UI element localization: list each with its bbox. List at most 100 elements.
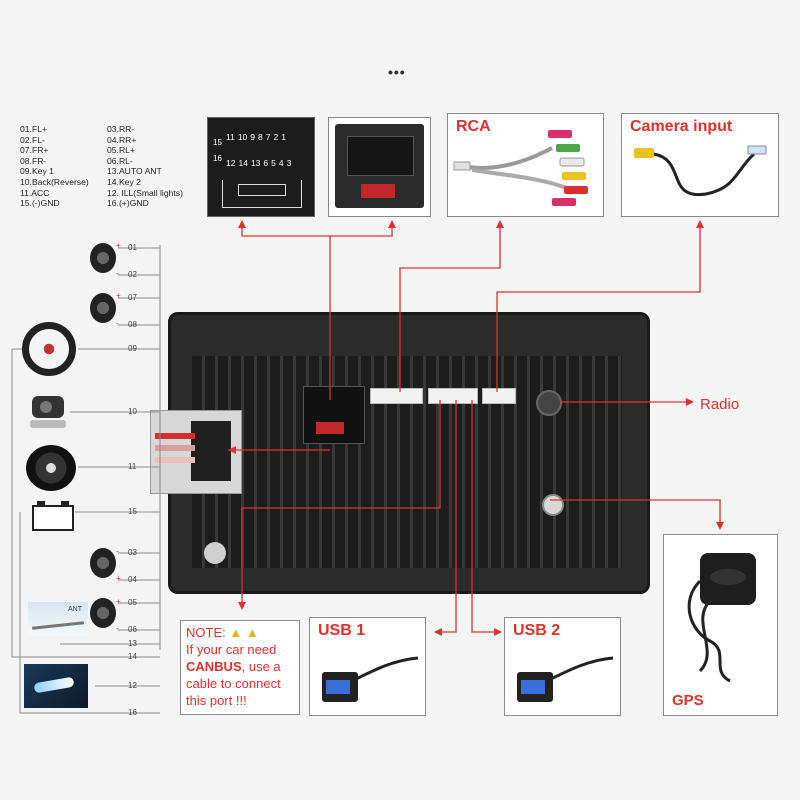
minus-sign: - <box>116 624 119 633</box>
usb2-title: USB 2 <box>513 622 561 639</box>
rca-box: RCA <box>447 113 604 217</box>
gps-title: GPS <box>672 692 704 709</box>
note-line: cable to connect <box>186 676 281 691</box>
wire-label: 07 <box>128 293 137 302</box>
pin-number: 16 <box>213 154 222 163</box>
pin-item: 03.RR- <box>107 124 135 134</box>
wire-label: 09 <box>128 344 137 353</box>
warning-icon: ▲ <box>245 625 259 640</box>
camera-cable-icon <box>634 145 767 197</box>
plus-sign: + <box>116 291 121 300</box>
camera-icon <box>26 392 70 432</box>
usb2-box: USB 2 <box>504 617 621 716</box>
usb-cable-icon <box>322 656 419 702</box>
pin-number: 4 <box>278 158 284 168</box>
pin-number: 14 <box>238 158 248 168</box>
wire-label: 16 <box>128 708 137 717</box>
camera-input-box: Camera input <box>621 113 779 217</box>
pin-item: 10.Back(Reverse) <box>20 176 89 187</box>
wire-label: 11 <box>128 462 137 471</box>
gps-box <box>663 534 778 716</box>
connector-pinout: 11 10 9 8 7 2 1 15 16 12 14 13 6 5 4 3 <box>207 117 315 217</box>
pin-item: 07.FR+ <box>20 145 49 156</box>
pin-number: 1 <box>281 132 286 142</box>
speaker-icon <box>90 243 116 273</box>
wire-label: 01 <box>128 243 137 252</box>
wire-label: 10 <box>128 407 137 416</box>
pin-item: 01.FL+ <box>20 124 47 134</box>
wire-label: 08 <box>128 320 137 329</box>
steering-wheel-icon <box>22 322 76 376</box>
pin-number: 2 <box>273 132 279 142</box>
wire-label: 13 <box>128 639 137 648</box>
usb1-title: USB 1 <box>318 622 366 639</box>
speaker-icon <box>90 598 116 628</box>
plus-sign: + <box>116 241 121 250</box>
canbus-note: NOTE: ▲ ▲ If your car need CANBUS, use a… <box>180 620 300 715</box>
usb-cable-icon <box>517 656 614 702</box>
wire-label: 03 <box>128 548 137 557</box>
connector-latch <box>238 184 286 196</box>
pin-number: 3 <box>286 158 292 168</box>
pin-item: 05.RL+ <box>107 145 135 156</box>
pin-number: 11 <box>226 132 235 142</box>
pin-number: 10 <box>237 132 248 142</box>
speaker-icon <box>90 293 116 323</box>
minus-sign: - <box>116 269 119 278</box>
wire-label: 06 <box>128 625 137 634</box>
harness-plug-zoom <box>150 410 242 494</box>
wire-label: 12 <box>128 681 137 690</box>
note-canbus: CANBUS <box>186 659 242 674</box>
connector-photo <box>328 117 431 217</box>
note-line: this port !!! <box>186 693 247 708</box>
pin-item: 15.(-)GND <box>20 198 60 209</box>
pin-item: 13.AUTO ANT <box>107 166 162 177</box>
pin-item: 02.FL- <box>20 134 45 145</box>
ignition-key-icon <box>26 445 76 491</box>
pin-row-bottom: 12 14 13 6 5 4 3 <box>226 158 291 168</box>
pin-number: 12 <box>226 158 236 168</box>
pin-item: 08.FR- <box>20 155 47 166</box>
note-line: , use a <box>241 659 281 674</box>
pin-number: 13 <box>250 158 261 168</box>
wire-label: 02 <box>128 270 137 279</box>
antenna-photo: ANT <box>28 602 88 636</box>
radio-label: Radio <box>700 396 740 413</box>
pin-item: 04.RR+ <box>107 134 137 145</box>
rca-cable-icon <box>453 130 588 206</box>
note-prefix: NOTE: <box>186 625 226 640</box>
pin-item: 11.ACC <box>20 187 50 198</box>
camera-port[interactable] <box>482 388 516 404</box>
rca-title: RCA <box>456 118 491 135</box>
usb1-box: USB 1 <box>309 617 426 716</box>
wire-label: 15 <box>128 507 137 516</box>
plus-sign: + <box>116 597 121 606</box>
rca-port[interactable] <box>370 388 423 404</box>
speaker-icon <box>90 548 116 578</box>
note-line: If your car need <box>186 642 277 657</box>
pin-number: 6 <box>263 158 269 168</box>
menu-dots-icon[interactable]: ••• <box>388 64 406 80</box>
pin-item: 14.Key 2 <box>107 176 141 187</box>
pin-item: 12. ILL(Small lights) <box>107 187 183 198</box>
camera-input-title: Camera input <box>630 118 733 135</box>
pin-item: 06.RL- <box>107 155 133 166</box>
wire-label: 04 <box>128 575 137 584</box>
pin-number: 7 <box>265 132 271 142</box>
warning-icon: ▲ <box>229 625 243 640</box>
pin-number: 8 <box>258 132 263 142</box>
head-unit-rear <box>168 312 650 594</box>
connector-outline <box>222 180 302 208</box>
pin-number: 15 <box>213 138 222 147</box>
minus-sign: - <box>116 547 119 556</box>
wire-label: 05 <box>128 598 137 607</box>
pin-list-right: 03.RR- 04.RR+ 05.RL+ 06.RL- 13.AUTO ANT … <box>107 124 183 209</box>
pin-row-top: 11 10 9 8 7 2 1 <box>226 132 286 142</box>
pin-item: 09.Key 1 <box>20 166 54 177</box>
battery-icon <box>32 501 74 531</box>
pin-list-left: 01.FL+ 02.FL- 07.FR+ 08.FR- 09.Key 1 10.… <box>20 124 89 209</box>
gps-antenna-icon <box>687 553 756 683</box>
pin-number: 9 <box>250 132 256 142</box>
